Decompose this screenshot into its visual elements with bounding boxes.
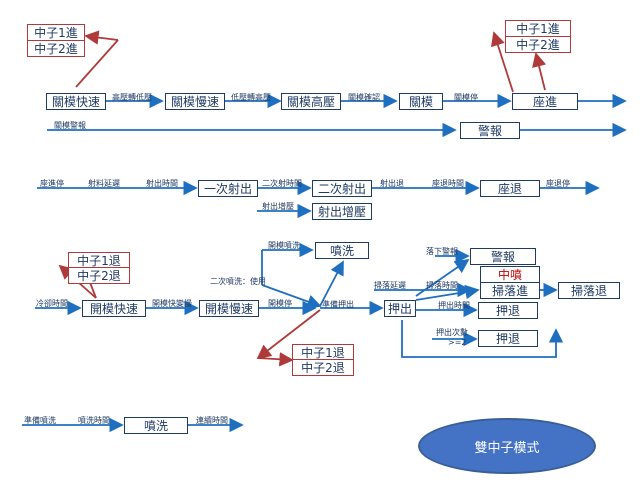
label-open-spray: 開模噴洗 — [268, 241, 300, 250]
label-mold-stop: 關模停 — [454, 93, 478, 102]
label-drop-delay: 掃落延遲 — [374, 281, 406, 290]
alarm-box-2: 警報 — [470, 248, 536, 265]
neutron2-in-box: 中子2進 — [27, 40, 85, 57]
label-second-spray: 二次噴洗：使用 — [210, 277, 266, 286]
neutron2-out-left-box: 中子2退 — [68, 267, 130, 284]
open-fast-box: 開模快速 — [82, 300, 146, 317]
inject2-box: 二次射出 — [312, 180, 372, 197]
label-eject-count: 押出次數 — [436, 328, 468, 337]
neutron2-out-bottom-box: 中子2退 — [292, 359, 354, 376]
label-prep-spray: 準備噴洗 — [24, 416, 56, 425]
eject-out-box-2: 押退 — [478, 330, 538, 347]
mold-fast-box: 關模快速 — [46, 93, 106, 110]
middle-spray-box: 中噴 — [480, 266, 540, 283]
label-low-to-high: 低壓轉高壓 — [231, 93, 271, 102]
label-high-to-low: 高壓轉低壓 — [112, 93, 152, 102]
label-seat-out-stop: 座退停 — [546, 179, 570, 188]
label-drop-time: 掃落時間 — [426, 281, 458, 290]
label-eject-count-val: >=2 — [448, 338, 467, 347]
mode-oval: 雙中子模式 — [418, 418, 596, 474]
label-eject-time: 押出時間 — [438, 301, 470, 310]
spray-box-2: 噴洗 — [124, 417, 188, 434]
label-inject-time: 射出時間 — [146, 179, 178, 188]
label-spray-time: 噴洗時間 — [78, 416, 110, 425]
label-drop-alarm: 落下警報 — [426, 247, 458, 256]
label-inject-out: 射出退 — [380, 179, 404, 188]
label-mold-confirm: 關模確認 — [348, 93, 380, 102]
label-seat-out-time: 座退時間 — [432, 179, 464, 188]
mold-close-box: 關模 — [399, 93, 443, 110]
label-open-fast-slow: 開模快變慢 — [152, 299, 192, 308]
mold-slow-box: 關模慢速 — [165, 93, 225, 110]
seat-out-box: 座退 — [480, 180, 540, 197]
label-inject-delay: 射料延遲 — [88, 179, 120, 188]
mold-high-box: 關模高壓 — [281, 93, 341, 110]
neutron1-out-left-box: 中子1退 — [68, 252, 130, 269]
open-slow-box: 開模慢速 — [199, 300, 259, 317]
spray-box-1: 噴洗 — [315, 242, 369, 259]
label-cool-time: 冷卻時間 — [36, 299, 68, 308]
label-inject-boost: 射出增壓 — [262, 202, 294, 211]
alarm-box-1: 警報 — [460, 122, 520, 139]
inject1-box: 一次射出 — [198, 180, 258, 197]
inject-boost-box: 射出增壓 — [312, 203, 372, 220]
label-link-time: 連續時間 — [196, 416, 228, 425]
neutron1-in-right-box: 中子1進 — [505, 20, 571, 37]
drop-in-box: 掃落進 — [480, 282, 540, 299]
eject-box: 押出 — [384, 300, 416, 317]
seat-in-box: 座進 — [512, 93, 578, 110]
label-seat-stop: 座進停 — [40, 179, 64, 188]
label-mold-alarm: 關模警報 — [54, 121, 86, 130]
neutron2-in-right-box: 中子2進 — [505, 36, 571, 53]
neutron1-in-box: 中子1進 — [27, 24, 85, 41]
label-prep-eject: 準備押出 — [322, 300, 354, 309]
eject-out-box-1: 押退 — [478, 302, 538, 319]
label-open-stop: 開模停 — [268, 299, 292, 308]
drop-out-box: 掃落退 — [558, 282, 620, 299]
label-inject2-time: 二次射時間 — [262, 179, 302, 188]
